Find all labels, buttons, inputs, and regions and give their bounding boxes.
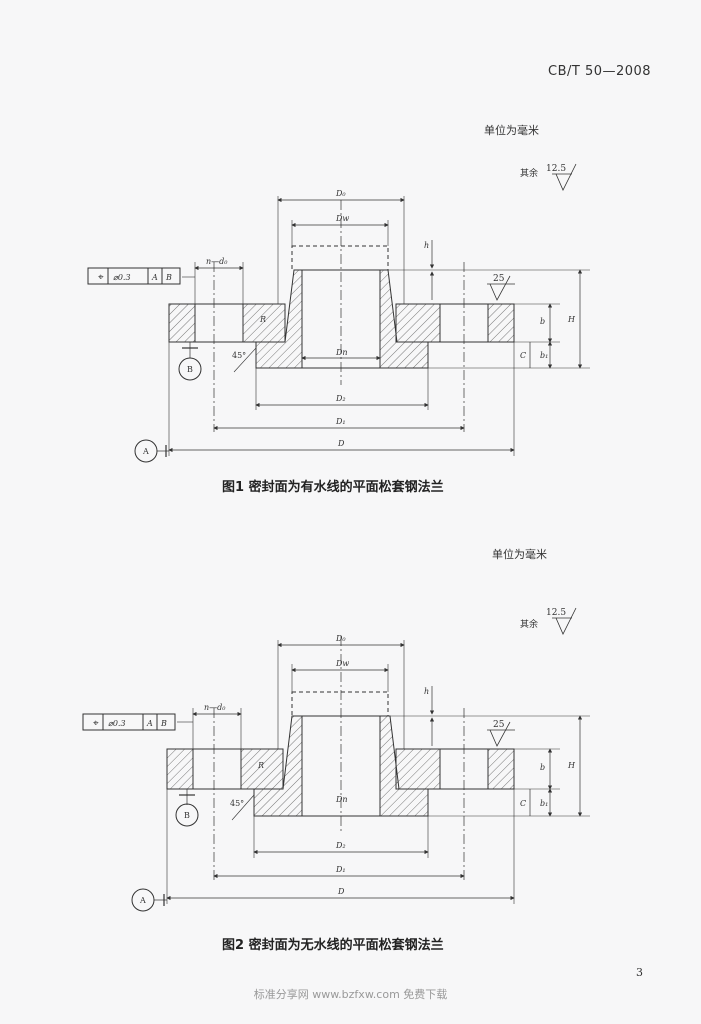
svg-text:D₀: D₀ — [335, 189, 346, 198]
svg-text:C: C — [520, 799, 526, 808]
svg-text:A: A — [146, 719, 153, 728]
svg-text:其余: 其余 — [520, 618, 538, 630]
svg-text:H: H — [567, 761, 576, 770]
svg-text:A: A — [142, 447, 149, 456]
svg-text:h: h — [424, 241, 429, 250]
svg-text:A: A — [151, 273, 158, 282]
figure-2-drawing — [82, 607, 590, 912]
svg-text:Dn: Dn — [335, 348, 348, 357]
position-tolerance-icon: ⌖ — [93, 718, 99, 729]
svg-text:b: b — [540, 763, 545, 772]
svg-text:Dw: Dw — [335, 659, 349, 668]
svg-text:n—d₀: n—d₀ — [204, 703, 226, 712]
svg-text:D₁: D₁ — [335, 417, 346, 426]
svg-text:12.5: 12.5 — [546, 608, 566, 618]
svg-text:C: C — [520, 351, 526, 360]
page-number: 3 — [636, 966, 643, 979]
figure-2-labels: ⌖ ⌀0.3 A B n—d₀ D₀ Dw Dn D₂ D₁ D h H b b… — [93, 608, 576, 905]
unit-note-2: 单位为毫米 — [492, 548, 547, 561]
svg-text:Dn: Dn — [335, 795, 348, 804]
svg-text:b₁: b₁ — [540, 351, 548, 360]
svg-text:R: R — [257, 761, 264, 770]
svg-text:12.5: 12.5 — [546, 164, 566, 174]
svg-text:b₁: b₁ — [540, 799, 548, 808]
svg-text:B: B — [165, 273, 172, 282]
svg-text:D₁: D₁ — [335, 865, 346, 874]
svg-text:45°: 45° — [232, 351, 246, 360]
svg-text:D: D — [337, 439, 345, 448]
footer-watermark[interactable]: 标准分享网 www.bzfxw.com 免费下载 — [253, 988, 448, 1001]
svg-text:Dw: Dw — [335, 214, 349, 223]
figure-2-caption: 图2 密封面为无水线的平面松套钢法兰 — [222, 938, 444, 953]
figure-1-caption: 图1 密封面为有水线的平面松套钢法兰 — [222, 480, 444, 495]
position-tolerance-icon: ⌖ — [98, 272, 104, 283]
svg-text:⌀0.3: ⌀0.3 — [108, 719, 126, 728]
svg-text:B: B — [184, 811, 190, 820]
unit-note-1: 单位为毫米 — [484, 124, 539, 137]
svg-text:其余: 其余 — [520, 167, 538, 179]
svg-text:R: R — [259, 315, 266, 324]
svg-text:D₂: D₂ — [335, 841, 346, 850]
svg-text:25: 25 — [493, 274, 505, 284]
svg-text:A: A — [139, 896, 146, 905]
svg-text:B: B — [160, 719, 167, 728]
svg-text:n—d₀: n—d₀ — [206, 257, 228, 266]
svg-text:H: H — [567, 315, 576, 324]
svg-text:D₀: D₀ — [335, 634, 346, 643]
svg-text:⌀0.3: ⌀0.3 — [113, 273, 131, 282]
svg-text:b: b — [540, 317, 545, 326]
figure-1-drawing — [87, 163, 590, 463]
svg-text:25: 25 — [493, 720, 505, 730]
svg-text:45°: 45° — [230, 799, 244, 808]
svg-text:h: h — [424, 687, 429, 696]
svg-text:B: B — [187, 365, 193, 374]
document-number: CB/T 50—2008 — [548, 64, 652, 79]
svg-text:D: D — [337, 887, 345, 896]
figure-1-labels: ⌖ ⌀0.3 A B n—d₀ D₀ Dw Dn D₂ D₁ D h H b b… — [98, 164, 576, 456]
svg-text:D₂: D₂ — [335, 394, 346, 403]
